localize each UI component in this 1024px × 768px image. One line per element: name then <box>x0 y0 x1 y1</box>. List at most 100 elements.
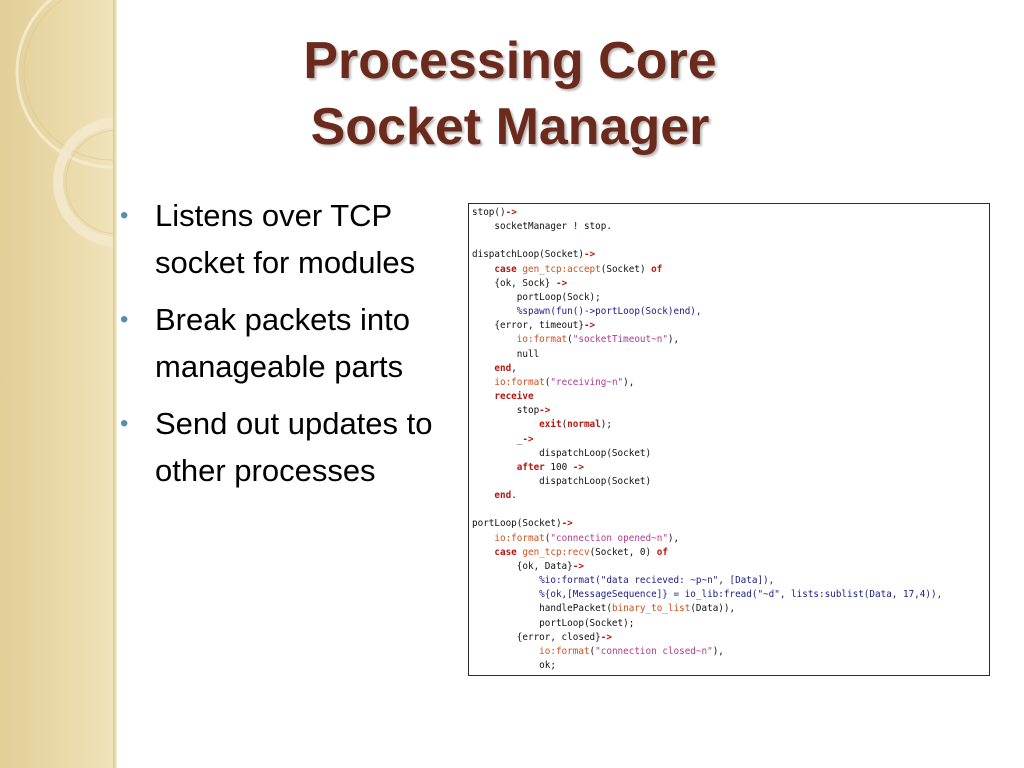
code-token: dispatchLoop(Socket) <box>472 447 652 459</box>
code-token: {ok, Sock} <box>472 277 556 289</box>
code-line: dispatchLoop(Socket)-> <box>472 248 989 262</box>
code-token <box>472 391 494 402</box>
code-token: "connection opened~n" <box>550 532 668 544</box>
code-token: -> <box>600 631 612 643</box>
code-token: ), <box>667 334 680 346</box>
title-line-1: Processing Core <box>303 32 717 90</box>
code-token: normal <box>567 419 601 431</box>
code-token: (Socket, 0) <box>589 546 657 558</box>
code-line: case gen_tcp:recv(Socket, 0) of <box>472 546 989 560</box>
code-line: {error, closed}-> <box>472 631 989 645</box>
bullet-dot-icon: • <box>120 306 129 333</box>
code-line: end. <box>472 489 989 503</box>
code-token: end <box>494 362 512 374</box>
code-line: %spawn(fun()->portLoop(Sock)end), <box>472 305 989 319</box>
code-token: 100 <box>544 461 573 473</box>
code-token: exit <box>539 419 562 431</box>
code-token: -> <box>583 249 596 261</box>
code-token: ( <box>544 376 551 388</box>
code-token: %spawn(fun()->portLoop(Sock)end), <box>472 306 702 318</box>
code-token: io:format <box>516 334 568 346</box>
code-line: io:format("socketTimeout~n"), <box>472 333 989 347</box>
code-token: case <box>494 546 517 558</box>
code-token: ); <box>600 419 612 431</box>
code-line: portLoop(Sock); <box>472 291 989 305</box>
code-token <box>472 533 494 544</box>
code-token: null <box>472 348 540 360</box>
code-line: ok; <box>472 659 989 673</box>
code-token: . <box>511 490 517 502</box>
code-line: after 100 -> <box>472 461 989 475</box>
code-line <box>472 503 989 517</box>
bullet-dot-icon: • <box>120 410 129 437</box>
code-token: dispatchLoop(Socket) <box>472 249 584 261</box>
code-line: io:format("connection closed~n"), <box>472 645 989 659</box>
code-line: io:format("receiving~n"), <box>472 376 989 390</box>
code-token: of <box>656 546 668 558</box>
title-line-2: Socket Manager <box>310 98 710 156</box>
code-line: socketManager ! stop. <box>472 220 989 234</box>
code-token: io:format <box>494 532 545 544</box>
code-token: _ <box>472 433 523 445</box>
code-token: socketManager <box>472 221 573 233</box>
code-token: -> <box>555 277 568 289</box>
decorative-rings <box>15 0 113 247</box>
code-token: "connection closed~n" <box>595 645 713 657</box>
code-line: null <box>472 348 989 362</box>
code-token: io:format <box>539 645 590 657</box>
bullet-list: • Listens over TCP socket for modules • … <box>118 192 458 504</box>
code-token: , <box>511 362 517 374</box>
code-token: "socketTimeout~n" <box>572 334 668 346</box>
code-token <box>472 363 494 374</box>
code-line: exit(normal); <box>472 418 989 432</box>
code-token <box>472 264 494 275</box>
code-token <box>472 646 539 657</box>
code-token: stop. <box>578 221 612 233</box>
code-line: receive <box>472 390 989 404</box>
code-token: (Data)), <box>690 603 736 615</box>
bullet-text: Break packets into manageable parts <box>155 302 411 384</box>
code-line: stop-> <box>472 404 989 418</box>
code-line: handlePacket(binary_to_list(Data)), <box>472 602 989 616</box>
code-token: of <box>651 263 663 275</box>
code-line: %io:format("data recieved: ~p~n", [Data]… <box>472 574 989 588</box>
code-line: portLoop(Socket); <box>472 617 989 631</box>
code-token: ok; <box>472 660 556 671</box>
code-line: dispatchLoop(Socket) <box>472 447 989 461</box>
code-token: -> <box>572 461 584 473</box>
code-token: after <box>516 461 545 473</box>
code-token: -> <box>583 320 596 332</box>
bullet-item: • Break packets into manageable parts <box>118 296 458 390</box>
code-token: -> <box>539 405 551 417</box>
code-line: {ok, Data}-> <box>472 560 989 574</box>
slide-title: Processing Core Socket Manager <box>250 28 770 160</box>
code-token: -> <box>572 560 584 572</box>
code-line: _-> <box>472 433 989 447</box>
code-token: %io:format("data recieved: ~p~n", [Data]… <box>472 575 775 587</box>
code-token: ( <box>567 334 573 346</box>
code-token <box>472 490 494 501</box>
code-token: receive <box>494 391 534 403</box>
code-token: %{ok,[MessageSequence]} = io_lib:fread("… <box>472 589 943 601</box>
code-token: portLoop(Sock); <box>472 291 601 303</box>
code-line: stop()-> <box>472 206 989 220</box>
code-token: ( <box>544 532 551 544</box>
code-line <box>472 234 989 248</box>
code-token: portLoop(Socket) <box>472 518 562 530</box>
code-token <box>472 419 539 430</box>
code-token: ), <box>623 376 635 388</box>
code-token: -> <box>522 433 534 445</box>
code-line: {ok, Sock} -> <box>472 277 989 291</box>
code-token: gen_tcp:accept <box>522 263 601 275</box>
code-line: io:format("connection opened~n"), <box>472 532 989 546</box>
code-line: {error, timeout}-> <box>472 319 989 333</box>
code-screenshot: stop()-> socketManager ! stop. dispatchLo… <box>468 203 990 676</box>
code-token: ( <box>561 419 568 431</box>
code-token: {ok, Data} <box>472 560 573 572</box>
code-line: end, <box>472 362 989 376</box>
bullet-text: Listens over TCP socket for modules <box>155 198 416 280</box>
sidebar-edge <box>113 0 117 768</box>
code-token <box>472 547 494 558</box>
code-listing: stop()-> socketManager ! stop. dispatchLo… <box>469 204 989 673</box>
code-token: gen_tcp:recv <box>522 546 590 558</box>
